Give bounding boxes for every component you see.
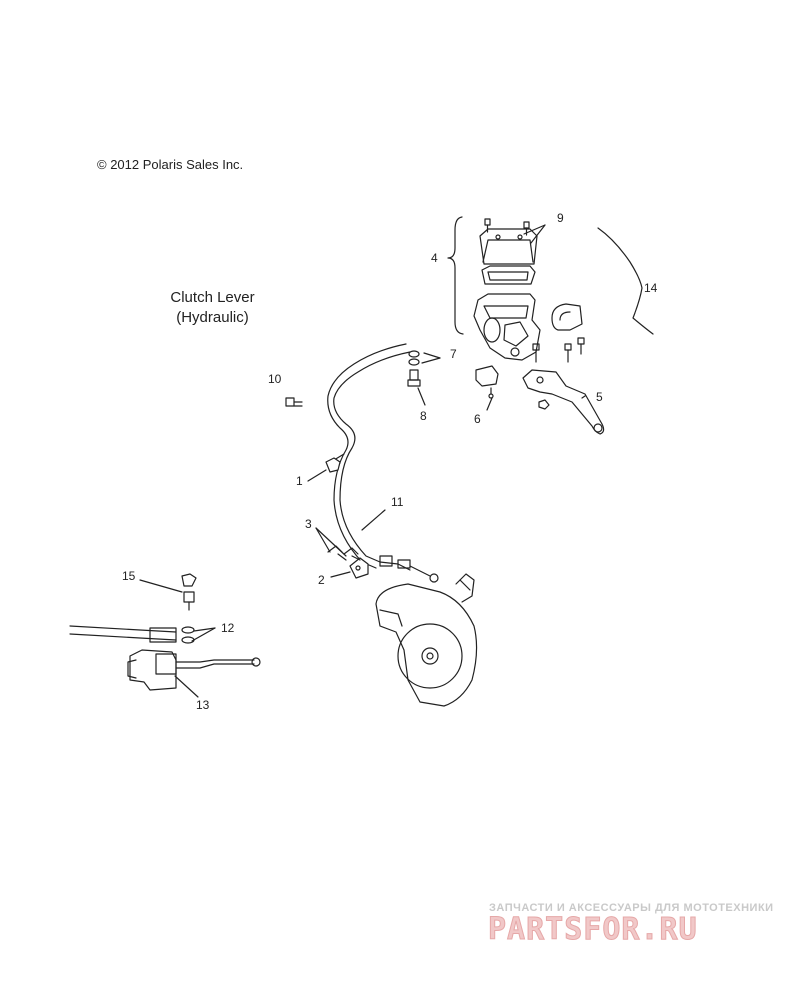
clutch-lever <box>522 369 605 435</box>
master-cylinder-body <box>473 293 541 361</box>
diaphragm <box>481 265 536 285</box>
bracket-14 <box>597 227 654 335</box>
callout-3: 3 <box>305 517 312 531</box>
heading-line-1: Clutch Lever <box>170 289 255 306</box>
callout-7: 7 <box>450 347 457 361</box>
watermark-logo: PARTSFOR.RU <box>488 912 698 948</box>
callout-12: 12 <box>221 621 235 635</box>
screw-9b <box>523 221 530 236</box>
bracket-4 <box>447 216 464 335</box>
reservoir-cap <box>479 228 538 265</box>
clamp-bolt-a <box>532 343 540 363</box>
callout-1: 1 <box>296 474 303 488</box>
clamp-bolt-c <box>577 337 585 355</box>
diagram-heading: Clutch Lever (Hydraulic) <box>140 288 285 328</box>
bracket-2 <box>349 557 369 579</box>
slave-cylinder <box>127 649 261 691</box>
clutch-cover <box>375 573 478 707</box>
callout-11: 11 <box>391 495 404 509</box>
callout-14: 14 <box>644 281 658 295</box>
copyright-notice: © 2012 Polaris Sales Inc. <box>97 157 244 172</box>
callout-9: 9 <box>557 211 564 225</box>
watermark-tagline: ЗАПЧАСТИ И АКСЕССУАРЫ ДЛЯ МОТОТЕХНИКИ <box>489 902 774 914</box>
callout-4: 4 <box>431 251 438 265</box>
callout-6: 6 <box>474 412 481 426</box>
heading-line-2: (Hydraulic) <box>176 309 249 326</box>
screws-3 <box>327 545 361 561</box>
clip-1 <box>325 457 341 473</box>
screw-9a <box>484 218 491 233</box>
hose-end-12 <box>69 625 195 644</box>
callout-15: 15 <box>122 569 136 583</box>
callout-2: 2 <box>318 573 325 587</box>
bleeder-15 <box>181 573 197 611</box>
callout-13: 13 <box>196 698 210 712</box>
handlebar-clamp <box>551 303 583 331</box>
hydraulic-line <box>327 343 439 583</box>
pivot-nut <box>538 399 550 410</box>
callout-5: 5 <box>596 390 603 404</box>
pivot-block <box>475 365 499 399</box>
callout-8: 8 <box>420 409 427 423</box>
bolt-10 <box>285 397 303 407</box>
clamp-bolt-b <box>564 343 572 363</box>
callout-10: 10 <box>268 372 282 386</box>
banjo-washers <box>407 350 421 387</box>
